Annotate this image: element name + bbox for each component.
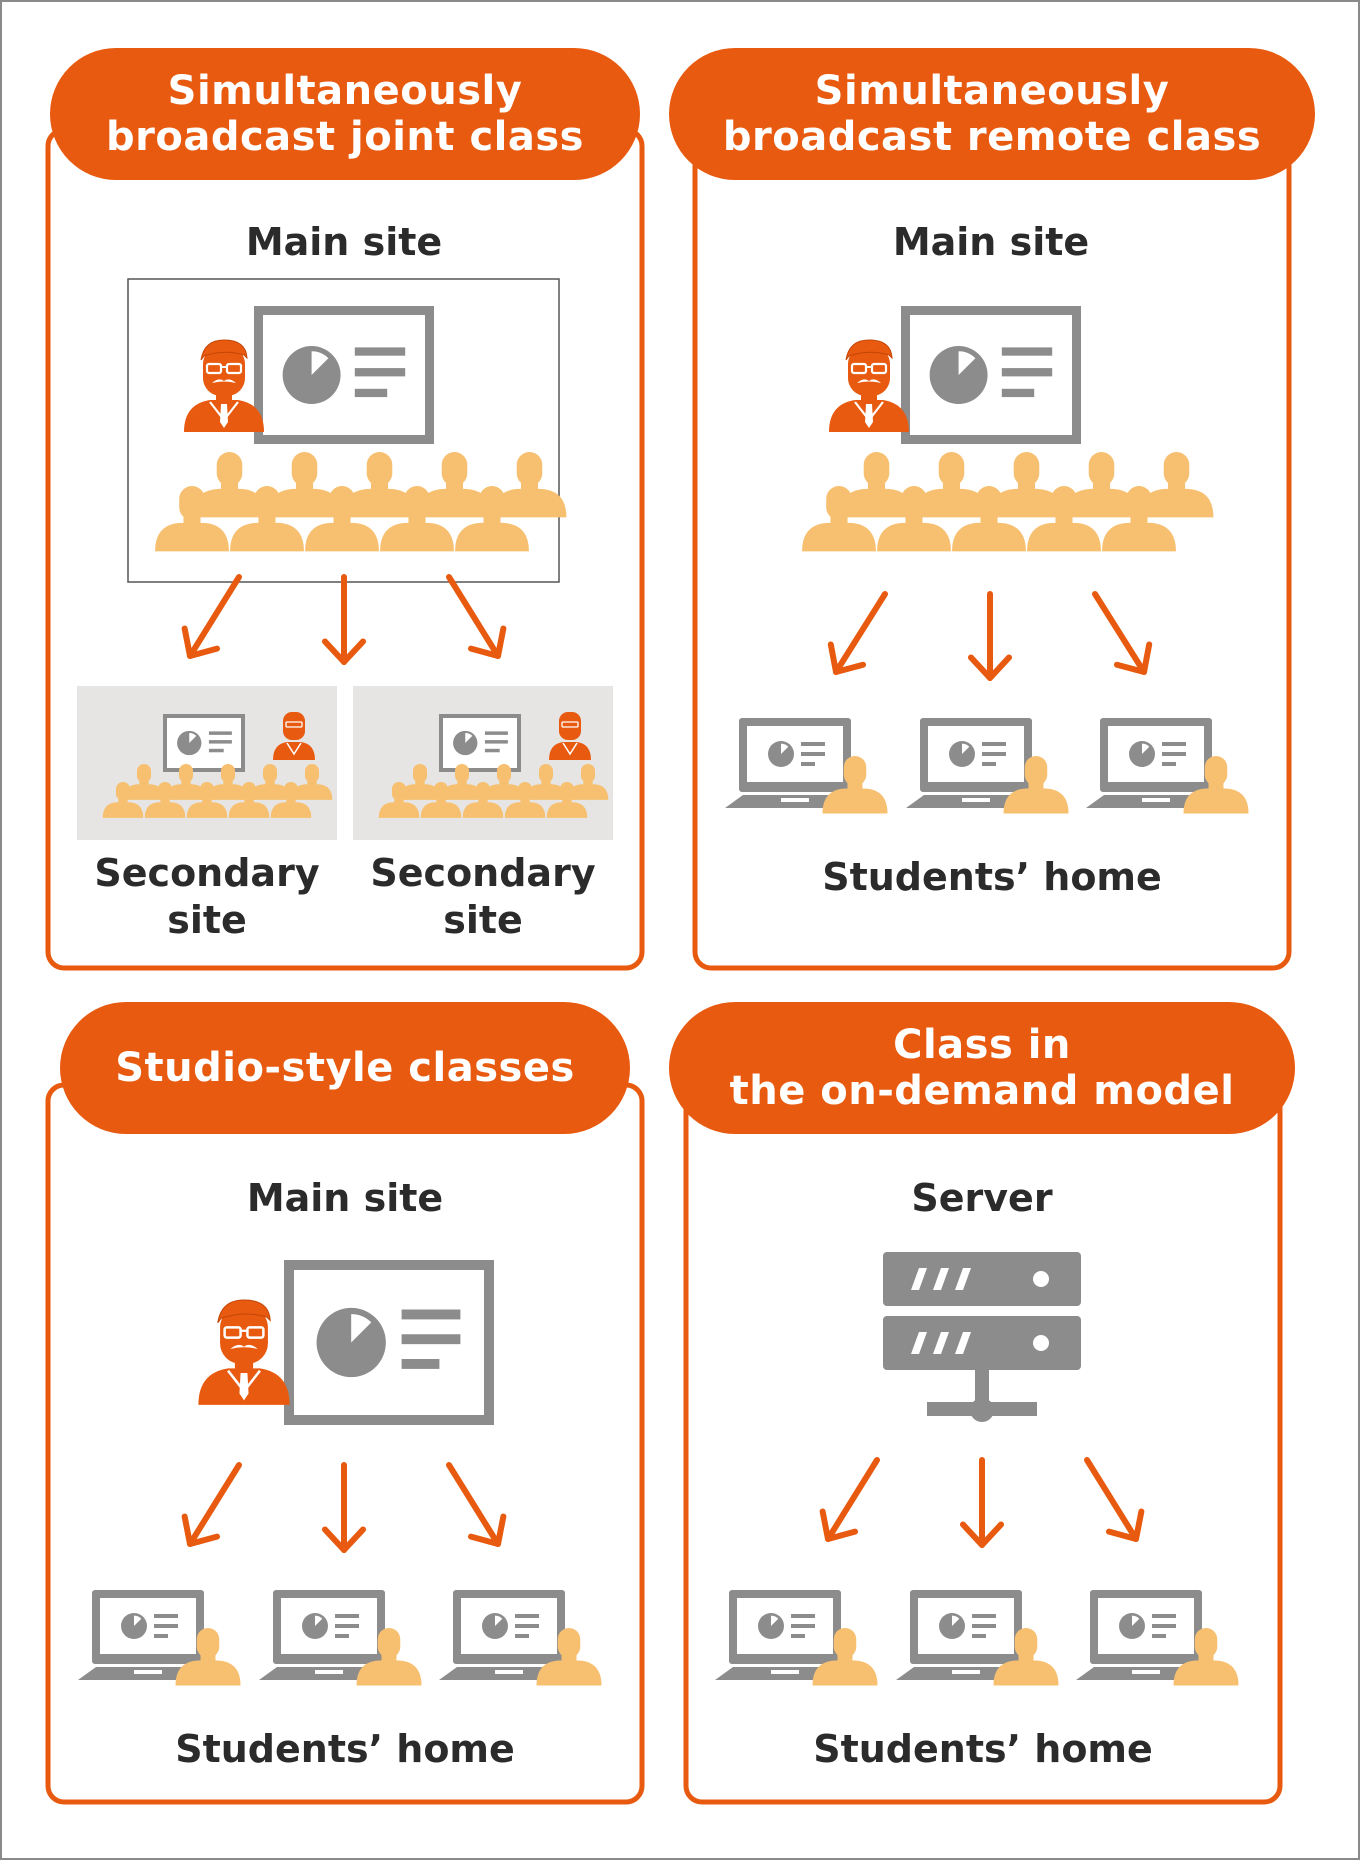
secondary-site-label: Secondary site bbox=[370, 851, 596, 942]
teacher-icon bbox=[829, 339, 909, 432]
panel-studio-class-title: Studio-style classes bbox=[115, 1045, 575, 1091]
secondary-site-label: Secondary site bbox=[94, 851, 320, 942]
class-students-icon bbox=[155, 452, 567, 552]
teacher-icon bbox=[198, 1299, 290, 1405]
students-home-label: Students’ home bbox=[822, 855, 1162, 899]
broadcast-arrows bbox=[181, 574, 507, 665]
broadcast-arrows bbox=[827, 591, 1153, 681]
panel-remote-class-title: Simultaneously broadcast remote class bbox=[722, 68, 1262, 160]
main-site-label: Main site bbox=[245, 220, 443, 264]
secondary-site-1-icon bbox=[102, 712, 333, 818]
students-home-label: Students’ home bbox=[813, 1727, 1153, 1771]
panel-joint-class-title: Simultaneously broadcast joint class bbox=[106, 68, 584, 160]
students-home-label: Students’ home bbox=[175, 1727, 515, 1771]
presentation-board-icon bbox=[284, 1260, 494, 1425]
panel-on-demand-title-pill bbox=[669, 1002, 1295, 1134]
server-icon bbox=[883, 1252, 1081, 1422]
teacher-icon bbox=[184, 339, 264, 432]
delivery-arrows bbox=[819, 1457, 1145, 1548]
presentation-board-icon bbox=[901, 306, 1081, 444]
panel-studio-class-title-pill bbox=[60, 1002, 630, 1134]
secondary-site-2-icon bbox=[378, 712, 609, 818]
student-home-laptops bbox=[715, 1590, 1239, 1686]
panel-remote-class-title-pill bbox=[669, 48, 1315, 180]
broadcast-arrows bbox=[181, 1462, 507, 1553]
main-site-label: Main site bbox=[246, 1176, 444, 1220]
student-home-laptops bbox=[725, 718, 1249, 814]
student-home-laptops bbox=[78, 1590, 602, 1686]
panel-joint-class-title-pill bbox=[50, 48, 640, 180]
panel-on-demand-title: Class in the on-demand model bbox=[729, 1022, 1235, 1114]
presentation-board-icon bbox=[254, 306, 434, 444]
server-label: Server bbox=[911, 1176, 1053, 1220]
class-students-icon bbox=[802, 452, 1214, 552]
main-site-label: Main site bbox=[892, 220, 1090, 264]
